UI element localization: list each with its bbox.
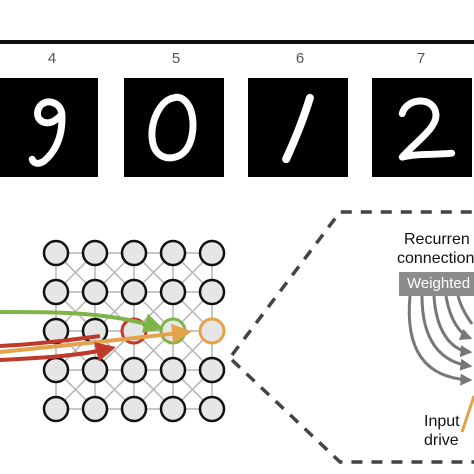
neuron-node: [198, 239, 226, 267]
neuron-node: [198, 356, 226, 384]
lattice-nodes: [42, 239, 226, 423]
neuron-node: [81, 395, 109, 423]
zoom-callout-lower: [230, 358, 474, 464]
neuron-node: [198, 278, 226, 306]
timeline-rule: [0, 40, 474, 44]
neuron-node: [120, 356, 148, 384]
connections-label: connection: [397, 250, 474, 267]
neuron-node: [81, 239, 109, 267]
digit-image-0: [124, 78, 224, 177]
highlighted-neuron-node: [198, 317, 226, 345]
neuron-node: [42, 278, 70, 306]
recurrent-label: Recurren: [404, 231, 470, 248]
input-label: Input: [424, 413, 460, 430]
input-arrow-green: [0, 310, 164, 333]
digit-image-2: [372, 78, 472, 177]
neuron-node: [81, 278, 109, 306]
digit-index-label: 5: [171, 50, 181, 67]
input-drive-arrow: [460, 395, 474, 433]
input-arrow-orange: [0, 323, 192, 354]
neuron-node: [120, 239, 148, 267]
neuron-node: [159, 278, 187, 306]
neuron-node: [120, 278, 148, 306]
zoom-callout-upper: [230, 210, 474, 357]
digit-index-label: 7: [416, 50, 426, 67]
neuron-node: [159, 239, 187, 267]
digit-index-label: 6: [295, 50, 305, 67]
input-arrow-red-lower: [0, 342, 116, 362]
neuron-node: [81, 356, 109, 384]
neuron-node: [198, 395, 226, 423]
neuron-node: [42, 395, 70, 423]
digit-index-label: 4: [47, 50, 57, 67]
weighted-sum-box: Weighted: [399, 272, 474, 296]
neuron-node: [159, 395, 187, 423]
digit-image-1: [248, 78, 348, 177]
neuron-node: [159, 356, 187, 384]
drive-label: drive: [424, 432, 459, 449]
recurrent-connection-curves: [407, 295, 474, 386]
neuron-node: [42, 356, 70, 384]
digit-image-9: [0, 78, 98, 177]
neuron-node: [42, 239, 70, 267]
neuron-node: [120, 395, 148, 423]
input-arrow-red-upper: [0, 334, 101, 348]
